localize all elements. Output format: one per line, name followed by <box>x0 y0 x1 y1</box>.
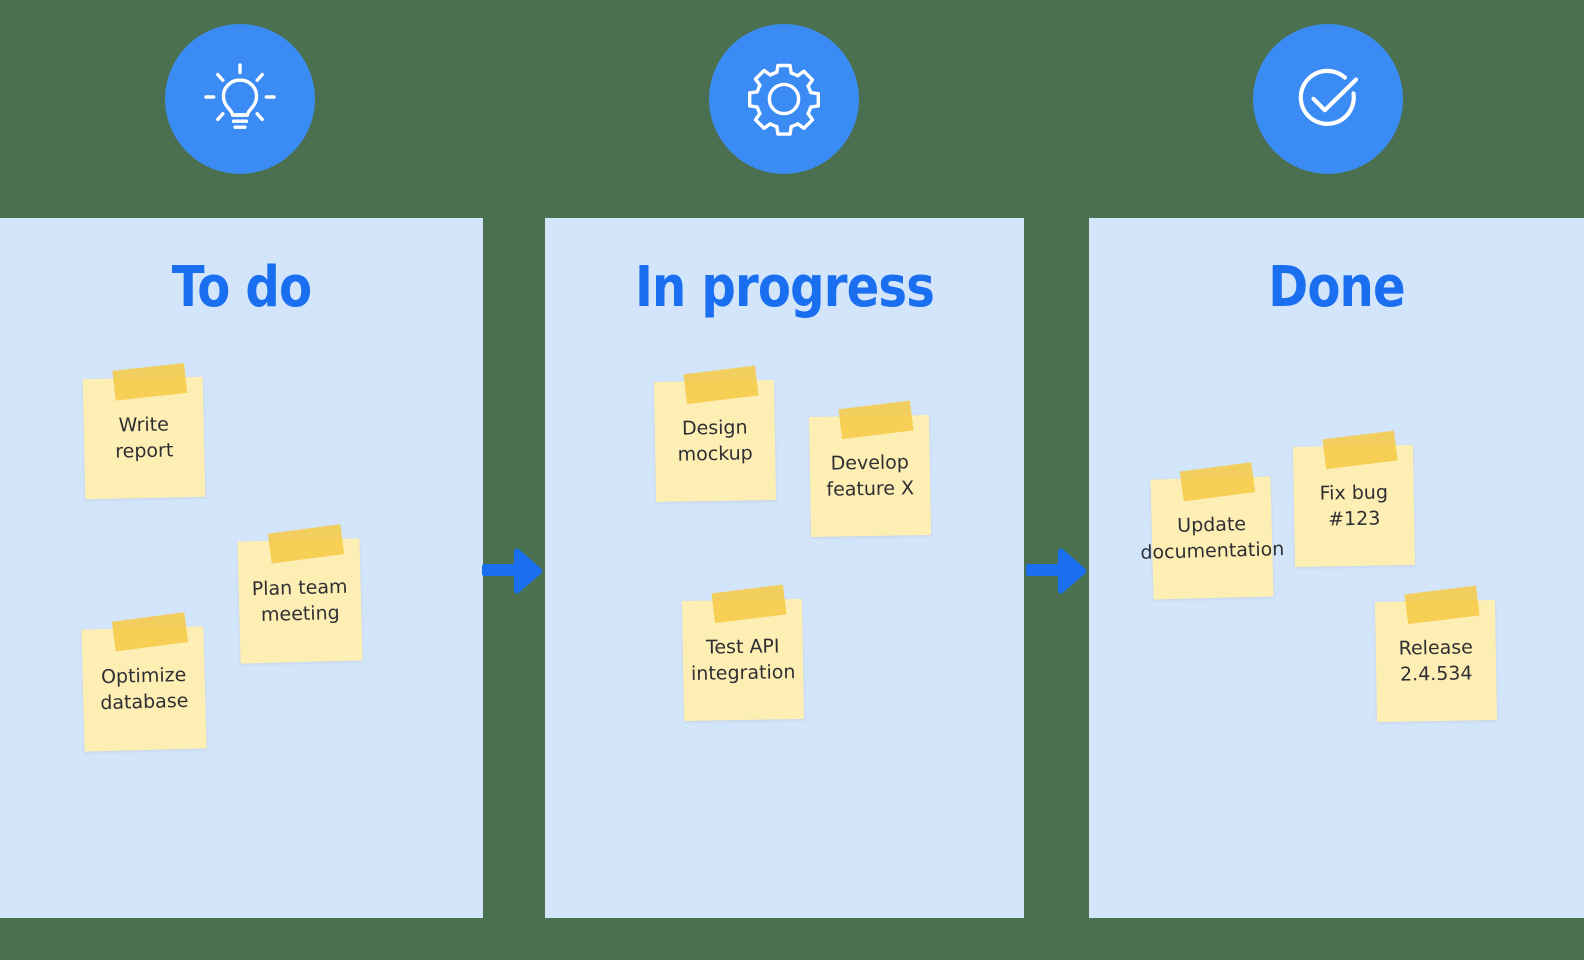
note-text: Develop feature X <box>826 451 915 501</box>
note-text: Plan team meeting <box>251 575 348 627</box>
gear-icon <box>738 53 830 145</box>
note-text: Write report <box>115 413 174 463</box>
note-text: Optimize database <box>100 663 189 715</box>
column-title-done: Done <box>1268 255 1405 320</box>
sticky-note[interactable]: Test API integration <box>681 584 805 722</box>
column-in-progress[interactable] <box>545 218 1024 918</box>
gear-badge <box>709 24 859 174</box>
sticky-note[interactable]: Release 2.4.534 <box>1374 585 1498 723</box>
sticky-note[interactable]: Optimize database <box>81 612 207 752</box>
sticky-note[interactable]: Develop feature X <box>808 400 932 538</box>
note-text: Fix bug #123 <box>1319 481 1389 531</box>
note-text: Release 2.4.534 <box>1398 636 1474 686</box>
column-title-in-progress: In progress <box>634 255 935 320</box>
note-text: Test API integration <box>690 635 796 685</box>
arrow-todo-to-inprogress-icon <box>482 540 546 600</box>
column-title-todo: To do <box>171 255 312 320</box>
sticky-note[interactable]: Design mockup <box>653 365 777 503</box>
note-text: Update documentation <box>1140 513 1285 564</box>
sticky-note[interactable]: Plan team meeting <box>237 524 363 664</box>
check-circle-icon <box>1282 53 1374 145</box>
lightbulb-icon <box>194 53 286 145</box>
sticky-note[interactable]: Update documentation <box>1140 462 1285 600</box>
sticky-note[interactable]: Write report <box>82 363 206 500</box>
lightbulb-badge <box>165 24 315 174</box>
sticky-note[interactable]: Fix bug #123 <box>1292 430 1416 568</box>
check-circle-badge <box>1253 24 1403 174</box>
arrow-inprogress-to-done-icon <box>1026 540 1090 600</box>
note-text: Design mockup <box>677 416 753 466</box>
